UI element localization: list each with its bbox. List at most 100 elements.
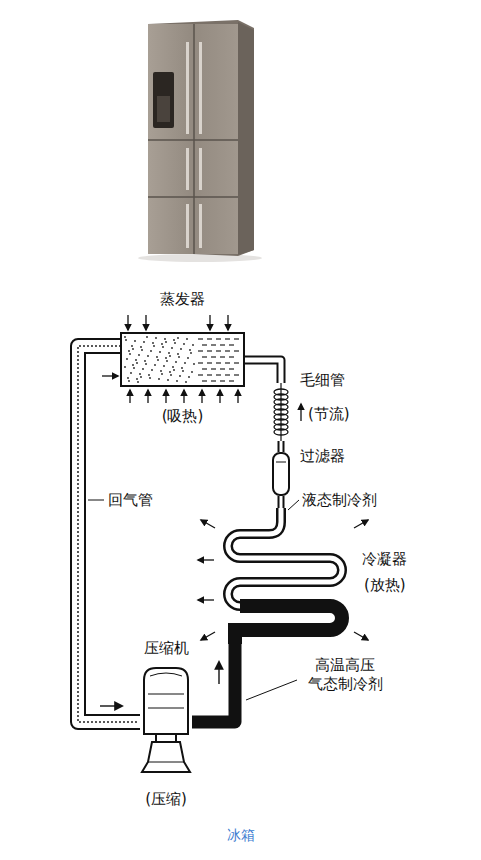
door-handle xyxy=(199,204,202,248)
gas-dot xyxy=(184,362,186,364)
heat-arrow xyxy=(183,390,184,403)
liquid-dash xyxy=(211,380,216,381)
pipe-layer xyxy=(278,441,285,452)
gas-dot xyxy=(141,349,143,351)
gas-dot xyxy=(188,376,190,378)
heat-arrow xyxy=(209,315,210,330)
gas-dot xyxy=(148,374,150,376)
gas-dot xyxy=(146,336,148,338)
heat-arrow xyxy=(354,520,368,528)
liquid-dash xyxy=(234,362,239,363)
gas-dot xyxy=(173,339,175,341)
liquid-dash xyxy=(220,380,225,381)
gas-dot xyxy=(163,365,165,367)
evaporator: 蒸发器(吸热) xyxy=(120,332,245,387)
door-gap xyxy=(148,139,238,141)
condenser-pipe-hot xyxy=(235,606,342,644)
gas-dot xyxy=(153,345,155,347)
flow-arrow xyxy=(218,662,219,684)
liquid-dash xyxy=(211,356,216,357)
gas-dot xyxy=(140,376,142,378)
evaporator-box xyxy=(121,333,244,386)
filter-body xyxy=(273,453,289,495)
liquid-dash xyxy=(216,362,221,363)
gas-dot xyxy=(134,340,136,342)
gas-dot xyxy=(136,378,138,380)
gas-dot xyxy=(182,370,184,372)
gas-dot xyxy=(132,348,134,350)
gas-dot xyxy=(189,349,191,351)
liquid-dash xyxy=(198,350,203,351)
heat-arrow xyxy=(198,599,214,600)
dispenser-recess xyxy=(157,96,170,122)
throttle-arrow xyxy=(300,404,301,421)
gas-dot xyxy=(161,373,163,375)
gas-dot xyxy=(124,366,126,368)
gas-dot xyxy=(155,337,157,339)
pipe-label: 高温高压 气态制冷剂 xyxy=(300,656,390,694)
gas-dot xyxy=(172,366,174,368)
gas-dot xyxy=(131,345,133,347)
gas-dot xyxy=(178,356,180,358)
liquid-dash xyxy=(229,368,234,369)
liquid-dash xyxy=(234,350,239,351)
gas-dot xyxy=(177,337,179,339)
gas-dot xyxy=(192,344,194,346)
gas-dot xyxy=(139,373,141,375)
filter-seam xyxy=(276,462,286,463)
gas-dot xyxy=(128,380,130,382)
heat-arrow xyxy=(219,390,220,403)
liquid-dash xyxy=(207,338,212,339)
heat-arrow xyxy=(227,315,228,330)
liquid-dash xyxy=(234,338,239,339)
gas-dot xyxy=(157,359,159,361)
gas-dot xyxy=(166,360,168,362)
gas-dot xyxy=(185,381,187,383)
gas-dot xyxy=(187,357,189,359)
refrigerant-pipe xyxy=(192,644,235,722)
pipe-layer xyxy=(280,441,283,452)
gas-dot xyxy=(179,375,181,377)
gas-dot xyxy=(173,369,175,371)
gas-dot xyxy=(186,338,188,340)
shape-outline xyxy=(140,664,192,776)
leader-line xyxy=(246,680,297,700)
gas-dot xyxy=(190,352,192,354)
part-name: 冷凝器 xyxy=(362,550,407,568)
compressor-detail xyxy=(148,673,184,708)
gas-dot xyxy=(164,338,166,340)
pipe-layer xyxy=(78,346,140,722)
gas-dot xyxy=(147,355,149,357)
liquid-dashes xyxy=(198,339,239,381)
heat-arrow xyxy=(201,632,215,640)
liquid-dash xyxy=(207,350,212,351)
compressor-base xyxy=(142,742,190,772)
pipe-label: 液态制冷剂 xyxy=(302,491,377,510)
gas-dot xyxy=(165,341,167,343)
heat-arrow xyxy=(237,390,238,403)
refrigerant-pipe xyxy=(281,441,282,452)
liquid-dash xyxy=(225,362,230,363)
gas-dot xyxy=(167,379,169,381)
gas-dot xyxy=(193,363,195,365)
liquid-dash xyxy=(207,362,212,363)
gas-dot xyxy=(125,339,127,341)
refrigerator-photo xyxy=(138,20,262,262)
part-name: 毛细管 xyxy=(300,371,345,389)
gas-dot xyxy=(138,354,140,356)
heat-arrow xyxy=(354,632,368,640)
part-function: (放热) xyxy=(364,576,406,594)
gas-dot xyxy=(154,364,156,366)
gas-dot xyxy=(129,353,131,355)
heat-arrow xyxy=(147,390,148,403)
pipe-layer xyxy=(245,360,281,383)
liquid-dash xyxy=(202,368,207,369)
gas-dot xyxy=(127,377,129,379)
liquid-dash xyxy=(225,374,230,375)
gas-dot xyxy=(174,342,176,344)
liquid-dash xyxy=(229,356,234,357)
liquid-dash xyxy=(225,350,230,351)
gas-dot xyxy=(142,368,144,370)
pipe-layer xyxy=(245,360,281,383)
